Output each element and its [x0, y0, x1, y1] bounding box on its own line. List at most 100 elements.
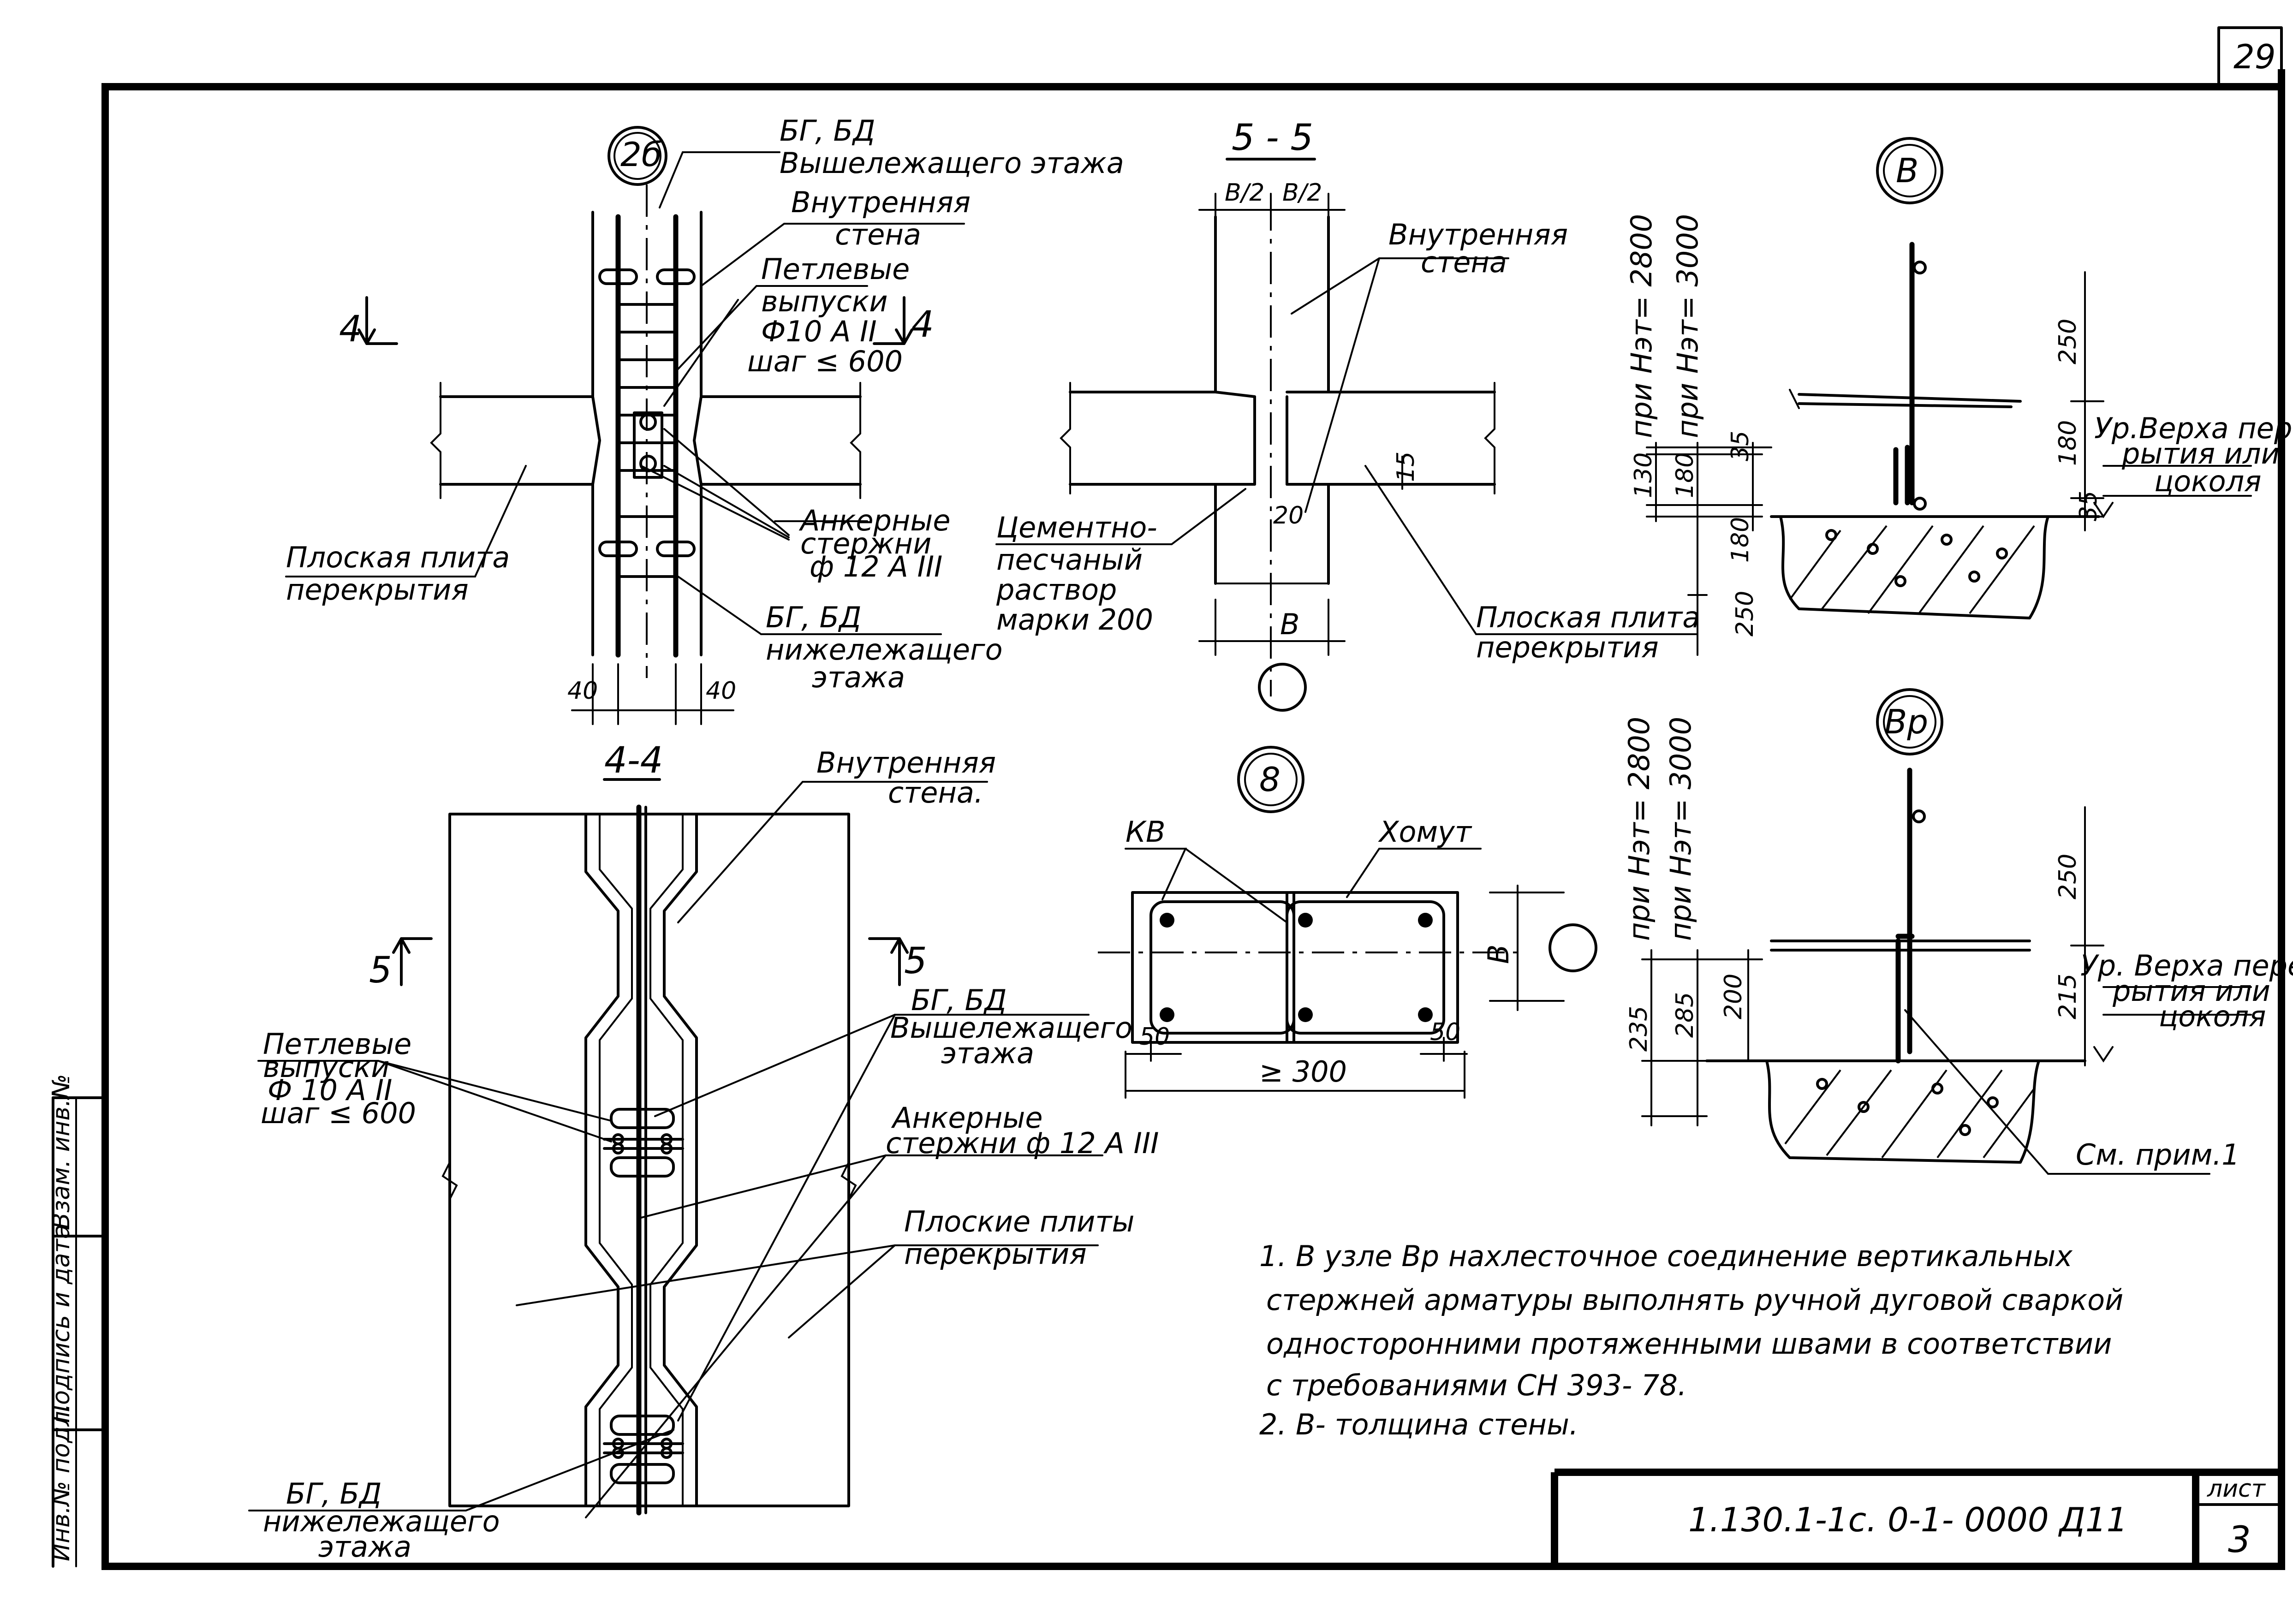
section-5-5-dim-15: 15 [1392, 452, 1420, 482]
section-4-4-anchor-2: стержни ф 12 А III [886, 1126, 1159, 1160]
section-5-5-dim-b: В [1280, 607, 1300, 641]
section-4-4-wall-1: Внутренняя [816, 746, 996, 779]
note-line-2: стержней арматуры выполнять ручной дугов… [1266, 1283, 2123, 1317]
node-8-dim-300: ≥ 300 [1259, 1055, 1347, 1089]
node-2b-cut-right: 4 [911, 304, 934, 345]
section-4-4-lower-3: этажа [318, 1530, 411, 1564]
stamp-inv-orig: Инв.№ подл. [48, 1404, 75, 1561]
section-4-4-upper-3: этажа [941, 1036, 1034, 1070]
stamp-signature-date: Подпись и дата [48, 1224, 75, 1423]
node-2b-cut-left: 4 [339, 309, 362, 350]
section-5-5-mortar-2: песчаный [996, 543, 1143, 577]
node-v-level-1: Ур.Верха перек- [2094, 411, 2293, 445]
node-2b-dim-right: 40 [706, 677, 736, 705]
node-8-kv: КВ [1126, 815, 1166, 849]
sheet-number: 29 [2233, 37, 2276, 76]
note-line-5: 2. В- толщина стены. [1259, 1408, 1578, 1441]
node-2b-anchor-1: Анкерные [798, 504, 951, 537]
section-5-5-wall-1: Внутренняя [1388, 218, 1568, 251]
node-v-h3000: при Нэт= 3000 [1671, 214, 1704, 438]
node-2b-loops-3: Ф10 А II [761, 315, 877, 348]
side-stamp [52, 1096, 107, 1568]
node-vr-dim-250: 250 [2054, 854, 2082, 899]
node-v-dim-250-top: 250 [2054, 319, 2082, 364]
node-v-drawing [1646, 137, 2252, 656]
section-5-5-drawing [995, 158, 1698, 712]
node-2b-lower-3: этажа [812, 660, 905, 694]
section-5-5-wall-2: стена [1421, 245, 1507, 279]
node-vr-level-3: цоколя [2159, 999, 2266, 1033]
section-4-4-cut-right: 5 [904, 940, 927, 982]
node-2b-loops-2: выпуски [761, 285, 888, 318]
node-2b-wall-1: Внутренняя [791, 185, 971, 219]
section-4-4-lower-1: БГ, БД [286, 1477, 381, 1511]
node-v-dim-35-a: 35 [1727, 431, 1754, 461]
section-4-4-loops-4: шаг ≤ 600 [261, 1096, 416, 1130]
section-4-4-anchor-1: Анкерные [891, 1101, 1043, 1135]
node-2b-slab-2: перекрытия [286, 573, 469, 607]
section-4-4-drawing [248, 778, 1103, 1518]
section-4-4-loops-1: Петлевые [263, 1027, 411, 1061]
node-2b-loops-1: Петлевые [761, 252, 910, 286]
node-2b-upper-1: БГ, БД [780, 114, 875, 148]
section-5-5-mortar-1: Цементно- [996, 511, 1157, 544]
node-2b-marker: 2б [620, 135, 662, 174]
note-line-4: с требованиями СН 393- 78. [1266, 1368, 1687, 1402]
section-4-4-cut-left: 5 [369, 950, 392, 991]
section-4-4-loops-2: выпуски [263, 1050, 390, 1084]
note-line-1: 1. В узле Вр нахлесточное соединение вер… [1259, 1239, 2073, 1273]
sheet-value: 3 [2228, 1519, 2251, 1561]
section-4-4-title: 4-4 [604, 740, 663, 781]
node-vr-dim-235: 235 [1625, 1006, 1653, 1052]
sheet-frame [101, 26, 2285, 1570]
section-5-5-dim-b2-right: В/2 [1282, 179, 1322, 207]
node-v-marker: В [1896, 151, 1918, 190]
node-vr-h2800: при Нэт= 2800 [1622, 717, 1656, 941]
section-4-4-upper-2: Вышележащего [890, 1011, 1132, 1045]
document-code: 1.130.1-1с. 0-1- 0000 Д11 [1688, 1500, 2127, 1539]
sheet-label: лист [2207, 1475, 2266, 1503]
node-v-dim-250-bottom: 250 [1731, 591, 1759, 637]
node-8-marker: 8 [1259, 760, 1281, 799]
section-5-5-mortar-4: марки 200 [996, 603, 1153, 637]
section-5-5-slab-1: Плоская плита [1476, 601, 1700, 634]
node-2b-wall-2: стена [835, 218, 921, 251]
section-4-4-upper-1: БГ, БД [911, 983, 1007, 1017]
node-vr-dim-285: 285 [1671, 992, 1699, 1038]
section-5-5-dim-20: 20 [1273, 502, 1304, 529]
node-v-h2800: при Нэт= 2800 [1625, 214, 1658, 438]
node-vr-see-note: См. прим.1 [2076, 1138, 2240, 1172]
node-vr-h3000: при Нэт= 3000 [1664, 717, 1697, 941]
section-4-4-wall-2: стена. [888, 776, 983, 809]
section-4-4-loops-3: Ф 10 А II [268, 1073, 392, 1107]
node-2b-anchor-2: стержни [800, 527, 931, 560]
node-vr-level-2: рытия или [2112, 974, 2270, 1008]
section-4-4-lower-2: нижележащего [263, 1505, 500, 1538]
node-v-dim-180-right: 180 [2054, 420, 2082, 466]
node-v-level-3: цоколя [2154, 464, 2261, 498]
node-vr-dim-200: 200 [1720, 974, 1747, 1019]
node-8-dim-50-left: 50 [1139, 1023, 1170, 1051]
node-2b-lower-2: нижележащего [766, 633, 1003, 666]
stamp-inv-replace: Взам. инв.№ [48, 1074, 75, 1229]
node-2b-anchor-3: ф 12 А III [810, 550, 942, 583]
node-vr-drawing [1641, 688, 2252, 1175]
node-2b-drawing [285, 126, 965, 725]
node-2b-lower-1: БГ, БД [766, 601, 861, 634]
node-v-dim-35-right: 35 [2075, 491, 2102, 521]
node-2b-dim-left: 40 [567, 677, 598, 705]
note-line-3: односторонними протяженными швами в соот… [1266, 1327, 2112, 1361]
section-5-5-mortar-3: раствор [996, 573, 1117, 607]
node-v-dim-180-a: 180 [1671, 452, 1699, 498]
node-8-dim-50-right: 50 [1430, 1018, 1460, 1046]
node-v-dim-130: 130 [1630, 452, 1657, 498]
node-2b-loops-4: шаг ≤ 600 [747, 345, 903, 378]
node-vr-marker: Вр [1884, 702, 1928, 741]
section-5-5-dim-b2-left: В/2 [1225, 179, 1264, 207]
node-8-dim-b: В [1482, 944, 1515, 964]
node-vr-dim-215: 215 [2054, 974, 2082, 1019]
title-block [1551, 1469, 2283, 1566]
node-8-drawing [1098, 746, 1597, 1099]
node-v-dim-180-b: 180 [1727, 517, 1754, 563]
